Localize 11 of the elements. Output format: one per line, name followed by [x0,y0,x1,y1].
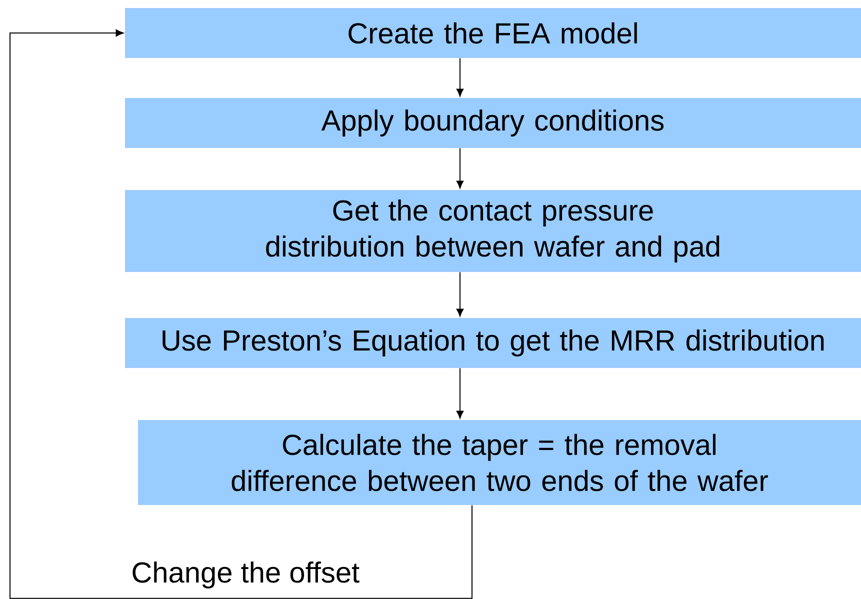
edge-label: Change the offset [132,561,360,589]
arrow [456,58,464,97]
process-box: Get the contact pressure distribution between wafer and pad [125,190,861,272]
process-box: Apply boundary conditions [125,98,861,148]
arrow [456,148,464,189]
process-box: Create the FEA model [125,8,861,58]
arrow [456,368,464,419]
feedback-arrow [10,29,472,599]
process-box: Calculate the taper = the removal difference between two ends of the wafer [138,420,861,505]
arrow [456,272,464,317]
process-box: Use Preston’s Equation to get the MRR distribution [125,318,861,368]
